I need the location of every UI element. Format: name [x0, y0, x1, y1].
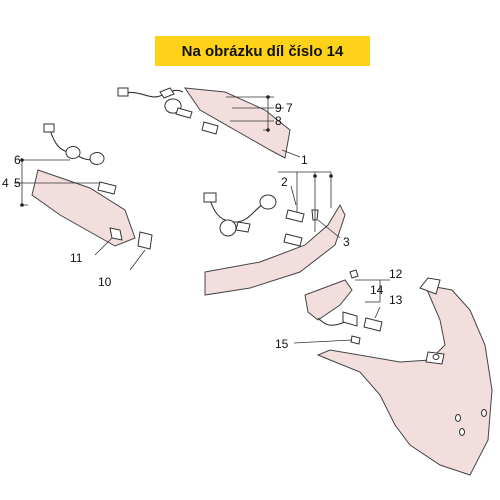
tail-light-connector: [203, 192, 217, 203]
callout-10: 10: [98, 275, 112, 289]
rear-mudguard: [316, 277, 493, 476]
callout-5: 5: [14, 176, 21, 190]
rear-light-bulb: [175, 107, 193, 119]
part-number-banner: Na obrázku díl číslo 14: [155, 36, 370, 66]
callout-6: 6: [14, 153, 21, 167]
license-light-socket: [342, 311, 358, 327]
callout-bracket-1: [278, 171, 341, 239]
callout-bracket-7: [226, 95, 284, 132]
mudguard-hole-3: [459, 428, 465, 436]
callout-1: 1: [301, 153, 308, 167]
callout-4: 4: [2, 176, 9, 190]
callout-8: 8: [275, 114, 282, 128]
indicator-bulb-holder: [65, 146, 81, 159]
indicator-screw: [109, 227, 123, 241]
tail-light-lens: [204, 203, 346, 296]
indicator-bulb-holder-2: [89, 152, 105, 165]
tail-light-socket: [235, 221, 251, 233]
indicator-connector: [43, 123, 55, 133]
license-light-assembly: [304, 269, 383, 345]
mudguard-hole-4: [481, 409, 487, 417]
mudguard-hole: [432, 354, 440, 360]
indicator-bulb: [97, 181, 117, 195]
tail-light-wire: [209, 199, 263, 223]
callout-2: 2: [281, 175, 288, 189]
callout-14: 14: [370, 283, 384, 297]
turn-indicator-assembly: [31, 123, 153, 250]
license-light-screw: [349, 269, 359, 279]
callout-7: 7: [286, 101, 293, 115]
callout-15: 15: [275, 337, 289, 351]
license-light-bulb: [363, 317, 383, 332]
mudguard-body: [316, 284, 493, 476]
callout-11: 11: [70, 251, 83, 265]
mudguard-hole-2: [455, 414, 461, 422]
callout-bracket-12: [293, 279, 390, 344]
tail-light-bulb-2: [283, 233, 303, 247]
indicator-clip: [137, 231, 153, 250]
license-light-housing: [304, 279, 353, 321]
callout-12: 12: [389, 267, 403, 281]
tail-light-bulb-holder-2: [259, 194, 277, 210]
rear-light-lens: [183, 87, 291, 159]
callout-3: 3: [343, 235, 350, 249]
rear-light-lead: [281, 149, 301, 158]
rear-light-assembly: [117, 87, 301, 159]
rear-light-wire: [124, 89, 184, 98]
rear-light-connector: [117, 87, 129, 97]
indicator-lens: [31, 169, 136, 247]
banner-text: Na obrázku díl číslo 14: [181, 42, 344, 60]
tail-light-bulb: [285, 209, 305, 223]
mudguard-mount: [419, 277, 441, 295]
callout-bracket-4: [14, 158, 146, 271]
tail-light-bulb-holder: [219, 219, 237, 237]
rear-light-bulb-2: [201, 121, 219, 135]
rear-light-socket: [159, 87, 175, 99]
callout-13: 13: [389, 293, 403, 307]
license-light-wire: [317, 317, 346, 326]
callout-9: 9: [275, 101, 282, 115]
license-light-fixing-screw: [350, 335, 361, 345]
tail-light-assembly: [203, 192, 346, 296]
